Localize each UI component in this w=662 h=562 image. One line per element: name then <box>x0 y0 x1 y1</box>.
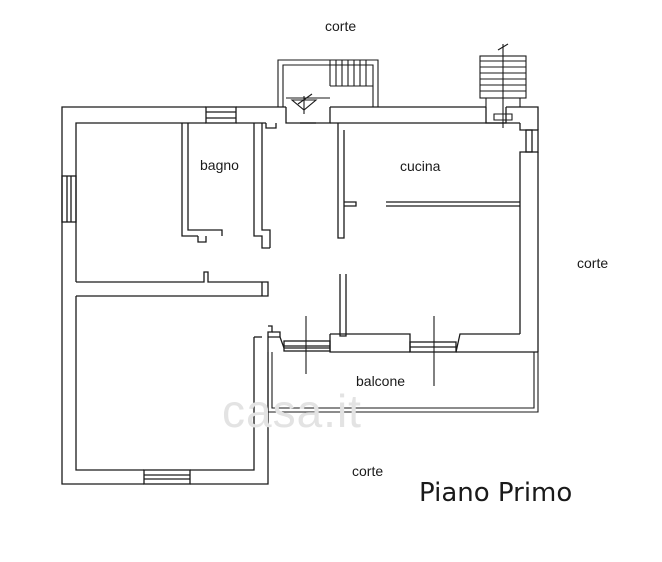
balcony-railing <box>267 316 539 413</box>
label-corte-bottom: corte <box>352 463 384 479</box>
watermark-logo: casa.it <box>222 385 362 437</box>
outer-walls-west-wing <box>61 106 269 485</box>
label-balcone: balcone <box>356 373 406 389</box>
north-door-landing-right <box>485 107 507 124</box>
window-west <box>61 175 77 223</box>
label-corte-right: corte <box>577 255 609 271</box>
window-south <box>143 469 191 485</box>
label-corte-top: corte <box>325 18 357 34</box>
stair-north-left <box>277 59 379 114</box>
north-wall <box>236 106 539 130</box>
east-wall <box>519 123 539 352</box>
label-cucina: cucina <box>400 158 441 174</box>
label-bagno: bagno <box>200 157 239 173</box>
hall-left-wall <box>265 123 277 129</box>
bagno-walls <box>181 123 271 249</box>
balcony-facade <box>254 325 538 353</box>
corridor-partition <box>76 271 269 297</box>
floor-title: Piano Primo <box>419 478 573 508</box>
north-door-landing-left <box>285 107 331 124</box>
cucina-walls <box>337 123 520 239</box>
stair-north-right <box>479 43 527 128</box>
window-north-bagno <box>205 106 237 124</box>
living-door-stub <box>339 274 347 337</box>
